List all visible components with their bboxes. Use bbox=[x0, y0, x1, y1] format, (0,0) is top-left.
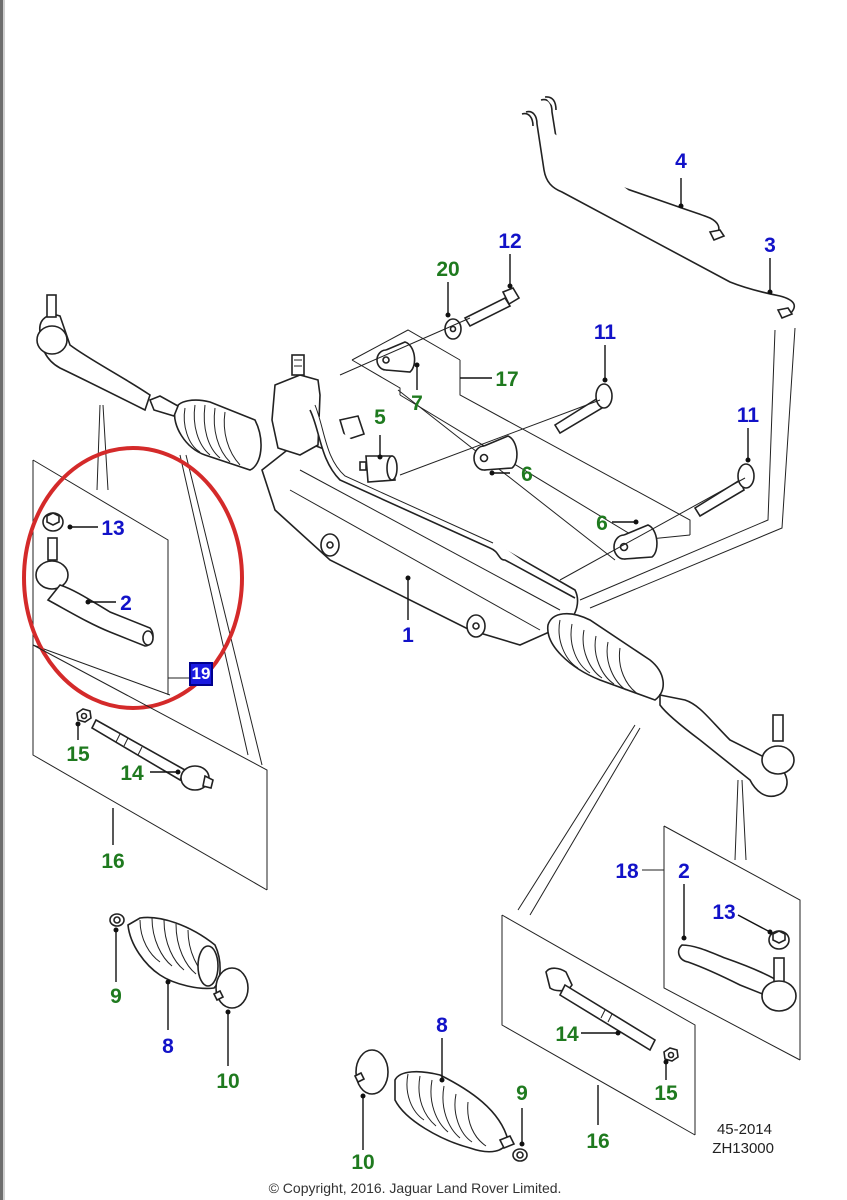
reference-code-line2: ZH13000 bbox=[712, 1140, 774, 1157]
bolt-11-upper[interactable] bbox=[553, 383, 613, 435]
callout-9-bottom[interactable]: 9 bbox=[516, 1082, 528, 1105]
nut-13-right[interactable] bbox=[768, 930, 790, 950]
tie-rod-end-2-left[interactable] bbox=[35, 537, 154, 647]
bushing-6-upper[interactable] bbox=[473, 435, 518, 471]
callout-7[interactable]: 7 bbox=[411, 392, 423, 415]
washer-20[interactable] bbox=[444, 318, 462, 340]
fluid-line-3[interactable] bbox=[521, 110, 796, 320]
callout-2-left[interactable]: 2 bbox=[120, 592, 132, 615]
callout-13-left[interactable]: 13 bbox=[101, 517, 124, 540]
highlight-circle bbox=[22, 446, 244, 710]
tie-rod-kit-16-right-box bbox=[501, 914, 696, 1136]
callout-14-left[interactable]: 14 bbox=[120, 762, 144, 785]
callout-8-bottom[interactable]: 8 bbox=[436, 1014, 448, 1037]
callout-5[interactable]: 5 bbox=[374, 406, 386, 429]
callout-18[interactable]: 18 bbox=[615, 860, 639, 883]
callout-16-right[interactable]: 16 bbox=[586, 1130, 609, 1153]
clamp-10-bottom[interactable] bbox=[353, 1049, 389, 1095]
bushing-7[interactable] bbox=[376, 341, 416, 373]
reference-code-line1: 45-2014 bbox=[717, 1121, 772, 1138]
callout-9-left[interactable]: 9 bbox=[110, 985, 122, 1008]
rack-right-tie-rod-end bbox=[659, 694, 795, 798]
steering-gear-assembly[interactable] bbox=[231, 354, 579, 646]
callout-3[interactable]: 3 bbox=[764, 234, 776, 257]
callout-20[interactable]: 20 bbox=[436, 258, 459, 281]
highlight-badge-19[interactable]: 19 bbox=[189, 662, 213, 686]
window-left-edge-shadow bbox=[3, 0, 5, 1200]
axis-line-middle bbox=[399, 399, 601, 476]
tie-rod-end-kit-18-box bbox=[642, 825, 801, 1061]
callout-1[interactable]: 1 bbox=[402, 624, 414, 647]
nut-13-left[interactable] bbox=[42, 512, 64, 532]
callout-6-upper[interactable]: 6 bbox=[521, 463, 533, 486]
tie-rod-kit-16-left-box bbox=[32, 644, 268, 891]
clamp-10-left[interactable] bbox=[212, 967, 249, 1009]
tie-rod-end-2-right[interactable] bbox=[677, 944, 797, 1012]
clip-9-bottom[interactable] bbox=[512, 1148, 528, 1162]
callout-13-right[interactable]: 13 bbox=[712, 901, 735, 924]
callout-10-bottom[interactable]: 10 bbox=[351, 1151, 374, 1174]
callout-4[interactable]: 4 bbox=[675, 150, 687, 173]
copyright-footer: © Copyright, 2016. Jaguar Land Rover Lim… bbox=[268, 1180, 562, 1196]
rack-right-boot bbox=[547, 612, 664, 701]
boot-8-left[interactable] bbox=[127, 916, 221, 990]
callout-11-upper[interactable]: 11 bbox=[594, 321, 617, 344]
callout-8-left[interactable]: 8 bbox=[162, 1035, 174, 1058]
fluid-line-connector-lines bbox=[579, 327, 796, 609]
clip-9-left[interactable] bbox=[109, 913, 125, 927]
rack-left-tie-rod-end bbox=[36, 294, 151, 412]
callout-15-right[interactable]: 15 bbox=[654, 1082, 678, 1105]
callout-12[interactable]: 12 bbox=[498, 230, 521, 253]
bolt-11-lower[interactable] bbox=[693, 463, 755, 518]
callout-11-lower[interactable]: 11 bbox=[737, 404, 760, 427]
callout-10-left[interactable]: 10 bbox=[216, 1070, 239, 1093]
bolt-12[interactable] bbox=[463, 287, 521, 328]
callout-16-left[interactable]: 16 bbox=[101, 850, 124, 873]
callout-6-lower[interactable]: 6 bbox=[596, 512, 608, 535]
lock-nut-15-left[interactable] bbox=[76, 708, 92, 723]
callout-17[interactable]: 17 bbox=[495, 368, 518, 391]
boot-8-bottom[interactable] bbox=[394, 1070, 516, 1153]
inner-tie-rod-14-left[interactable] bbox=[90, 718, 214, 791]
leader-lines bbox=[67, 178, 773, 1150]
valve-5[interactable] bbox=[359, 455, 398, 483]
window-left-edge bbox=[0, 0, 3, 1200]
axis-line-upper bbox=[339, 317, 471, 376]
rack-left-boot bbox=[148, 395, 262, 471]
callout-14-right[interactable]: 14 bbox=[555, 1023, 579, 1046]
inner-tie-rod-14-right[interactable] bbox=[545, 967, 657, 1052]
callout-15-left[interactable]: 15 bbox=[66, 743, 90, 766]
lock-nut-15-right[interactable] bbox=[663, 1047, 679, 1062]
explode-guide-lines bbox=[96, 404, 747, 916]
callout-2-right[interactable]: 2 bbox=[678, 860, 690, 883]
axis-line-lower bbox=[559, 477, 746, 581]
